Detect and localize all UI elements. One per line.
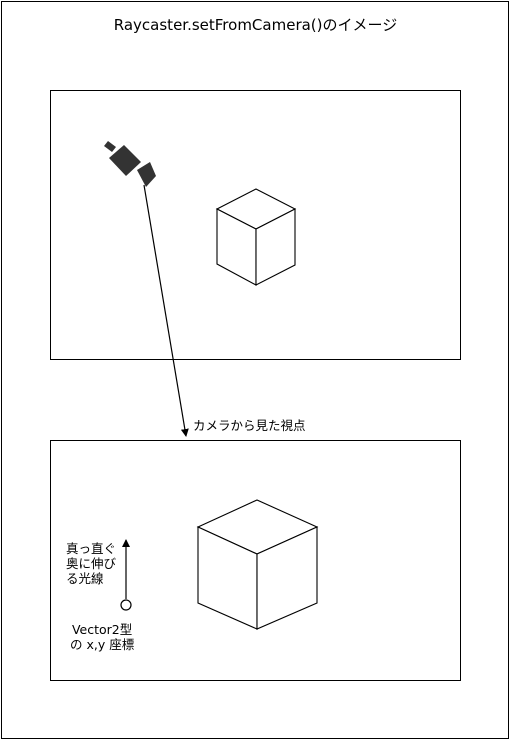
vector2-label: Vector2型 の x,y 座標 [70,622,134,652]
ray-label: 真っ直ぐ 奥に伸び る光線 [66,541,116,586]
camera-ray-arrow [143,184,189,437]
diagram-title: Raycaster.setFromCamera()のイメージ [113,16,398,34]
ray-label-line: る光線 [66,571,104,586]
vector2-point [120,599,132,611]
ray-label-line: 奥に伸び [66,556,117,571]
vector2-label-line: の x,y 座標 [70,637,135,652]
camera-view-label: カメラから見た視点 [193,418,306,433]
camera-icon [104,141,156,187]
cube-icon [215,188,297,286]
vector2-label-line: Vector2型 [71,622,133,637]
cube-icon [196,499,319,630]
ray-label-line: 真っ直ぐ [66,541,117,556]
